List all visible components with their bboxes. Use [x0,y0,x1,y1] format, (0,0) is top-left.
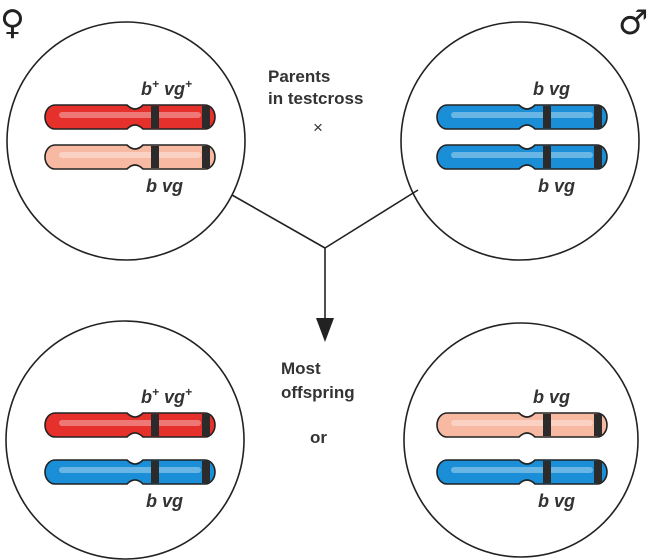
allele-label: b+ vg+ [141,77,192,99]
cell-circle [403,322,639,558]
offspring-label-line2: offspring [281,383,355,402]
gene-band-b [543,146,551,168]
chromosome-blue [436,459,608,485]
or-label: or [310,428,327,447]
chromosome-pink [44,144,216,170]
cell-circle [400,21,640,261]
gene-band-b [151,414,159,436]
offspring-label-line1: Most [281,359,321,378]
gene-band-b [543,106,551,128]
chromosome-blue [44,459,216,485]
gene-band-b [151,461,159,483]
gene-band-vg [594,106,602,128]
panel-offspring-wild-type: b+ vg+ b vg [5,320,245,560]
gene-band-b [543,414,551,436]
allele-label: b vg [146,176,183,196]
gene-band-vg [594,414,602,436]
gene-band-vg [202,146,210,168]
parents-label-line2: in testcross [268,89,363,108]
chromosome-blue [436,104,608,130]
gene-band-b [151,106,159,128]
allele-label: b vg [533,387,570,407]
panel-female-parent: b+ vg+ b vg [6,21,246,261]
chromosome-red [44,104,216,130]
allele-label: b vg [538,491,575,511]
gene-band-b [151,146,159,168]
male-symbol: ♂ [618,3,648,43]
cross-symbol: × [313,118,323,137]
chromosome-pink [436,412,608,438]
arrow-down-icon [316,318,334,342]
panel-male-parent: b vg b vg [400,21,640,261]
chromosome-blue [436,144,608,170]
gene-band-vg [594,461,602,483]
connector-lines [231,189,419,322]
gene-band-vg [202,414,210,436]
gene-band-vg [202,461,210,483]
allele-label: b vg [533,79,570,99]
parents-label-line1: Parents [268,67,330,86]
female-symbol: ♀ [0,3,25,43]
chromosome-red [44,412,216,438]
cell-circle [6,21,246,261]
gene-band-vg [202,106,210,128]
allele-label: b vg [146,491,183,511]
allele-label: b vg [538,176,575,196]
cell-circle [5,320,245,560]
gene-band-vg [594,146,602,168]
gene-band-b [543,461,551,483]
panel-offspring-mutant: b vg b vg [403,322,639,558]
allele-label: b+ vg+ [141,385,192,407]
